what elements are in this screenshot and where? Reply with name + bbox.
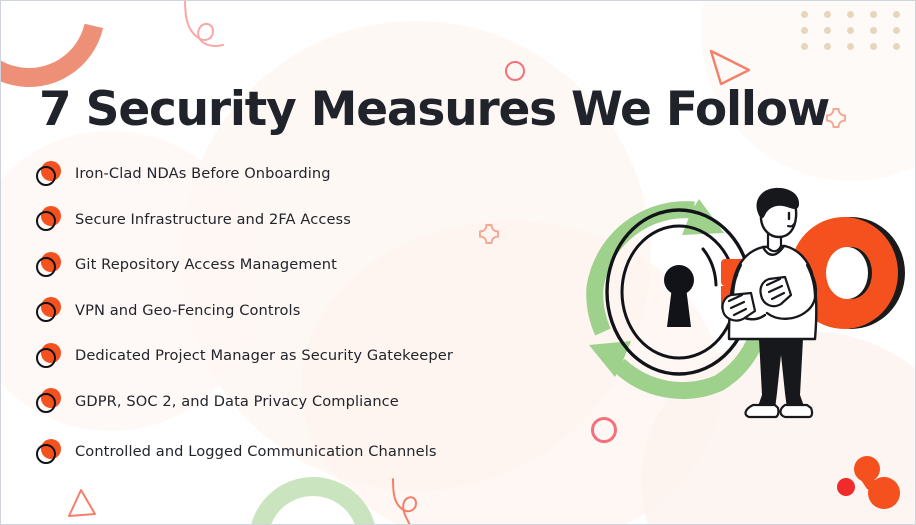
list-item: GDPR, SOC 2, and Data Privacy Compliance	[35, 379, 595, 425]
list-item-label: Iron-Clad NDAs Before Onboarding	[75, 165, 331, 183]
security-measures-list: Iron-Clad NDAs Before Onboarding Secure …	[35, 151, 595, 475]
bullet-circle-icon	[35, 387, 63, 415]
bullet-circle-icon	[35, 438, 63, 466]
list-item-label: GDPR, SOC 2, and Data Privacy Compliance	[75, 392, 399, 410]
list-item: Secure Infrastructure and 2FA Access	[35, 197, 595, 243]
squiggle-bottom-decoration	[389, 478, 437, 524]
person-figure	[721, 187, 818, 419]
list-item: Controlled and Logged Communication Chan…	[35, 429, 595, 475]
list-item: Dedicated Project Manager as Security Ga…	[35, 333, 595, 379]
circle-outline-top-decoration	[505, 61, 525, 81]
list-item-label: Git Repository Access Management	[75, 256, 337, 274]
triangle-bottom-left-decoration	[67, 488, 101, 522]
bullet-circle-icon	[35, 251, 63, 279]
arc-bottom-center-decoration	[249, 477, 377, 524]
dot-grid-top-right-decoration	[801, 11, 915, 59]
list-item-label: Dedicated Project Manager as Security Ga…	[75, 347, 453, 365]
squiggle-top-decoration	[179, 1, 239, 55]
bullet-circle-icon	[35, 296, 63, 324]
list-item: Iron-Clad NDAs Before Onboarding	[35, 151, 595, 197]
list-item: Git Repository Access Management	[35, 242, 595, 288]
list-item: VPN and Geo-Fencing Controls	[35, 288, 595, 334]
bullet-circle-icon	[35, 205, 63, 233]
page-title: 7 Security Measures We Follow	[39, 82, 830, 137]
list-item-label: VPN and Geo-Fencing Controls	[75, 301, 301, 319]
bullet-circle-icon	[35, 342, 63, 370]
bullet-circle-icon	[35, 160, 63, 188]
security-illustration	[579, 187, 909, 427]
keyhole-shape	[664, 265, 694, 327]
list-item-label: Secure Infrastructure and 2FA Access	[75, 210, 351, 228]
dumbbell-bottom-right-decoration	[837, 453, 907, 520]
list-item-label: Controlled and Logged Communication Chan…	[75, 443, 437, 461]
